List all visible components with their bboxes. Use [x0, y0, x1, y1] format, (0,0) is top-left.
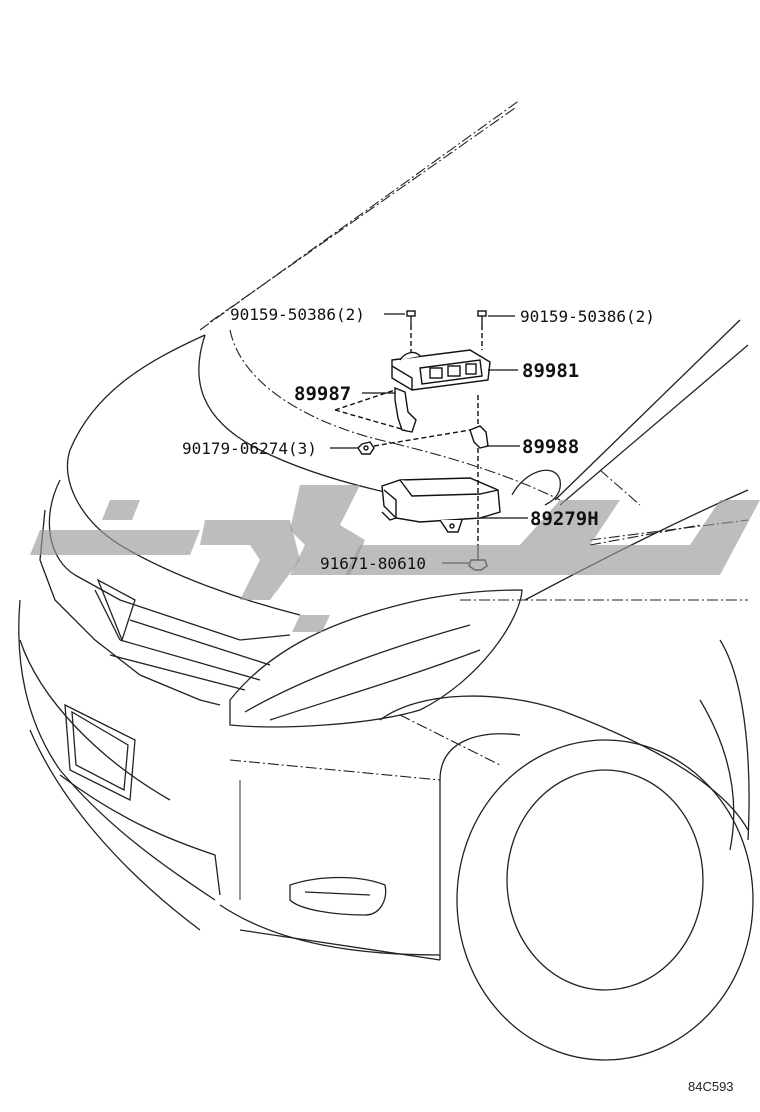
callout-labels: 90159-50386(2) 90159-50386(2) 89981 8998… [182, 305, 734, 1094]
parts [334, 310, 501, 571]
callout-bracket-left: 89987 [294, 383, 351, 405]
bracket-lower-icon [381, 477, 501, 533]
callout-bolt-bottom: 91671-80610 [320, 554, 426, 573]
callout-bracket-lower: 89279H [530, 508, 599, 530]
callout-bolt-top-right: 90159-50386(2) [520, 307, 655, 326]
bracket-right-icon [469, 425, 489, 449]
ecu-unit-icon [391, 349, 491, 391]
callout-nut: 90179-06274(3) [182, 439, 317, 458]
bolt-top-left-icon [406, 310, 416, 325]
callout-bracket-right: 89988 [522, 436, 579, 458]
leader-lines [330, 313, 528, 564]
nut-icon [357, 441, 375, 455]
figure-code: 84C593 [688, 1079, 734, 1094]
bolt-top-right-icon [477, 310, 487, 325]
callout-ecu: 89981 [522, 360, 579, 382]
vehicle-outline [18, 99, 754, 1061]
callout-bolt-top-left: 90159-50386(2) [230, 305, 365, 324]
watermark-logo [30, 485, 760, 632]
